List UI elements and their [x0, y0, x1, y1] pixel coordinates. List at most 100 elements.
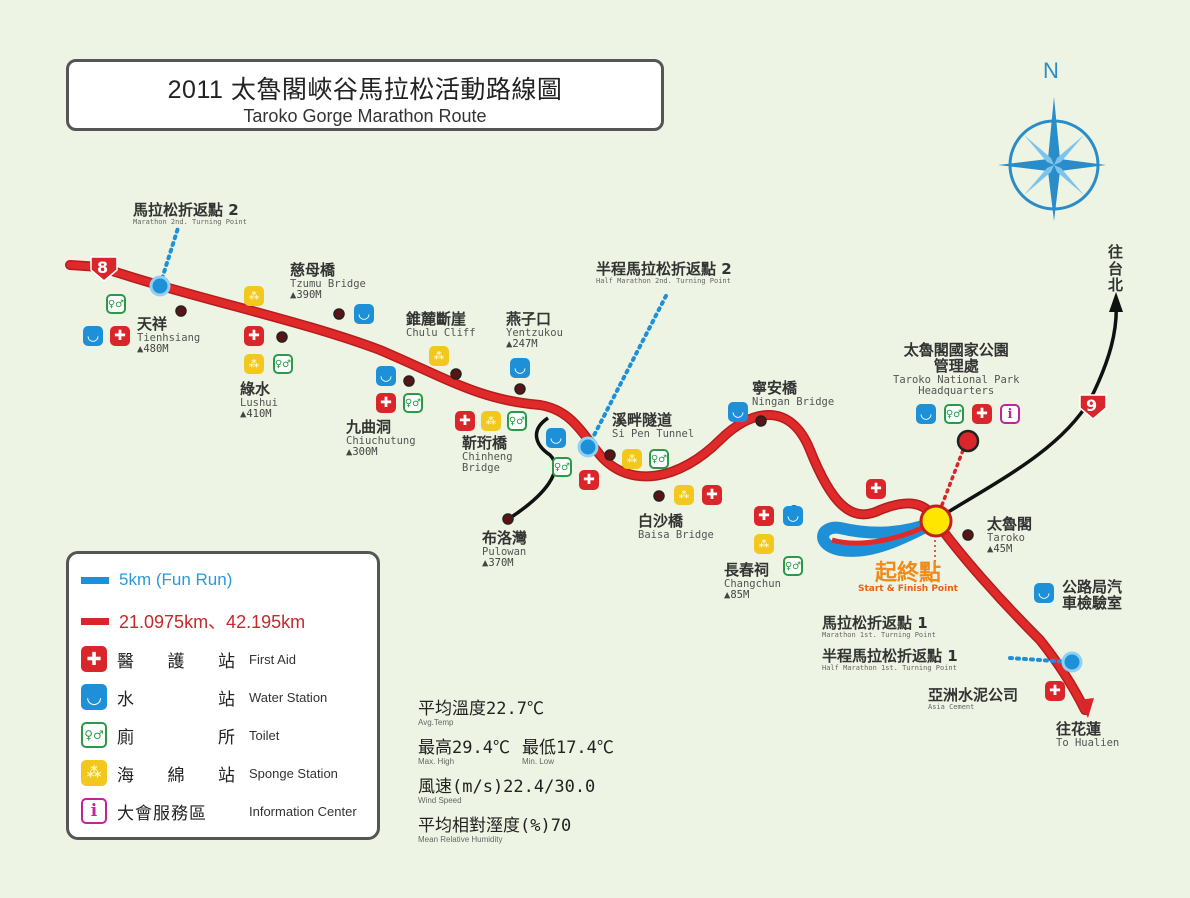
place-chinheng: 靳珩橋 Chinheng Bridge [462, 434, 513, 474]
water-station-icon: ◡ [728, 402, 748, 422]
sponge-station-icon: ⁂ [244, 286, 264, 306]
highway-8-label: 8 [97, 258, 109, 277]
legend-first-aid: ✚ 醫護站 First Aid [81, 646, 296, 672]
water-station-icon: ◡ [510, 358, 530, 378]
place-highway-bureau: 公路局汽 車檢驗室 [1062, 578, 1123, 612]
place-lushui: 綠水 Lushui ▲410M [240, 380, 278, 420]
place-sipen: 溪畔隧道 Si Pen Tunnel [612, 411, 695, 440]
direction-taipei: 往台北 [1108, 243, 1124, 294]
place-tienhsiang: 天祥 Tienhsiang ▲480M [137, 315, 201, 355]
half-turning-point-2 [577, 436, 599, 458]
highway-9-label: 9 [1086, 396, 1098, 415]
water-station-icon: ◡ [546, 428, 566, 448]
water-station-icon: ◡ [783, 506, 803, 526]
marathon-turning-point-2 [149, 275, 171, 297]
water-station-icon: ◡ [81, 684, 107, 710]
water-station-icon: ◡ [354, 304, 374, 324]
sponge-station-icon: ⁂ [81, 760, 107, 786]
first-aid-icon: ✚ [702, 485, 722, 505]
sponge-station-icon: ⁂ [429, 346, 449, 366]
turning-point-1 [1061, 651, 1083, 673]
marathon-turning-point-2-label: 馬拉松折返點 2 Marathon 2nd. Turning Point [133, 201, 247, 226]
red-line-swatch [81, 617, 109, 625]
marathon-turning-point-1-label: 馬拉松折返點 1 Marathon 1st. Turning Point [822, 614, 936, 639]
start-finish-point [919, 504, 953, 538]
pulowan-road [509, 416, 557, 520]
first-aid-icon: ✚ [579, 470, 599, 490]
place-baisa: 白沙橋 Baisa Bridge [638, 512, 714, 541]
start-finish-label: 起終點 Start & Finish Point [858, 561, 958, 595]
max-temp: 最高29.4℃ Max. High [418, 738, 510, 766]
title-chinese: 2011 太魯閣峽谷馬拉松活動路線圖 [167, 76, 563, 104]
toilet-icon: ♀♂ [783, 556, 803, 576]
half-1-dotted-line [1008, 656, 1072, 664]
legend-fun-run: 5km (Fun Run) [81, 570, 232, 590]
legend-panel: 5km (Fun Run) 21.0975km、42.195km ✚ 醫護站 F… [66, 551, 380, 840]
place-tzumu: 慈母橋 Tzumu Bridge ▲390M [290, 261, 366, 301]
half-turning-point-2-label: 半程馬拉松折返點 2 Half Marathon 2nd. Turning Po… [596, 260, 732, 285]
min-temp: 最低17.4℃ Min. Low [521, 738, 614, 766]
blue-line-swatch [81, 576, 109, 584]
half-2-dotted-line [586, 290, 670, 449]
place-pulowan: 布洛灣 Pulowan ▲370M [482, 529, 528, 569]
highway-9-shield [1079, 394, 1107, 420]
place-yentzukou: 燕子口 Yentzukou ▲247M [506, 310, 563, 350]
water-station-icon: ◡ [916, 404, 936, 424]
place-asia-cement: 亞洲水泥公司 Asia Cement [928, 686, 1019, 711]
first-aid-icon: ✚ [754, 506, 774, 526]
first-aid-icon: ✚ [972, 404, 992, 424]
title-panel: 2011 太魯閣峽谷馬拉松活動路線圖 Taroko Gorge Marathon… [66, 59, 664, 131]
legend-sponge-station: ⁂ 海綿站 Sponge Station [81, 760, 338, 786]
place-chiuchutung: 九曲洞 Chiuchutung ▲300M [346, 418, 416, 458]
compass-rose-icon [998, 97, 1106, 221]
legend-main-route: 21.0975km、42.195km [81, 608, 305, 634]
toilet-icon: ♀♂ [649, 449, 669, 469]
water-station-icon: ◡ [83, 326, 103, 346]
marathon-2-dotted-line [158, 226, 180, 287]
fun-run-route [817, 516, 938, 557]
legend-toilet: ♀♂ 廁所 Toilet [81, 722, 279, 748]
weather-info: 平均溫度22.7℃ Avg.Temp 最高29.4℃ Max. High 最低1… [418, 694, 614, 844]
water-station-icon: ◡ [1034, 583, 1054, 603]
first-aid-icon: ✚ [1045, 681, 1065, 701]
humidity: 平均相對溼度(%)70 Mean Relative Humidity [418, 816, 572, 844]
first-aid-icon: ✚ [110, 326, 130, 346]
wind-speed: 風速(m/s)22.4/30.0 Wind Speed [418, 777, 596, 805]
title-english: Taroko Gorge Marathon Route [243, 106, 487, 126]
toilet-icon: ♀♂ [944, 404, 964, 424]
temp-range: 最高29.4℃ Max. High 最低17.4℃ Min. Low [418, 733, 614, 766]
place-taroko: 太魯閣 Taroko ▲45M [987, 515, 1033, 555]
place-changchun: 長春祠 Changchun ▲85M [724, 561, 781, 601]
sponge-station-icon: ⁂ [244, 354, 264, 374]
legend-water-station: ◡ 水站 Water Station [81, 684, 327, 710]
avg-temp: 平均溫度22.7℃ Avg.Temp [418, 699, 544, 727]
sponge-station-icon: ⁂ [754, 534, 774, 554]
half-turning-point-1-label: 半程馬拉松折返點 1 Half Marathon 1st. Turning Po… [822, 647, 958, 672]
toilet-icon: ♀♂ [273, 354, 293, 374]
to-taipei-arrow [1109, 292, 1123, 312]
toilet-icon: ♀♂ [81, 722, 107, 748]
sponge-station-icon: ⁂ [481, 411, 501, 431]
information-center-icon: i [81, 798, 107, 824]
first-aid-icon: ✚ [376, 393, 396, 413]
main-route [66, 261, 1089, 714]
place-chulu: 錐麓斷崖 Chulu Cliff [406, 310, 476, 339]
sponge-station-icon: ⁂ [622, 449, 642, 469]
toilet-icon: ♀♂ [552, 457, 572, 477]
legend-information-center: i 大會服務區 Information Center [81, 798, 357, 824]
toilet-icon: ♀♂ [106, 294, 126, 314]
place-ningan: 寧安橋 Ningan Bridge [752, 379, 835, 408]
water-station-icon: ◡ [376, 366, 396, 386]
first-aid-icon: ✚ [81, 646, 107, 672]
compass-north-label: N [1043, 58, 1059, 83]
park-hq-marker [956, 429, 980, 453]
place-dots [175, 305, 974, 541]
first-aid-icon: ✚ [244, 326, 264, 346]
information-center-icon: i [1000, 404, 1020, 424]
first-aid-icon: ✚ [455, 411, 475, 431]
place-park-hq: 太魯閣國家公園 管理處 Taroko National Park Headqua… [893, 341, 1020, 397]
toilet-icon: ♀♂ [403, 393, 423, 413]
direction-hualien: 往花蓮 To Hualien [1056, 720, 1120, 749]
highway-8-shield [90, 256, 118, 282]
